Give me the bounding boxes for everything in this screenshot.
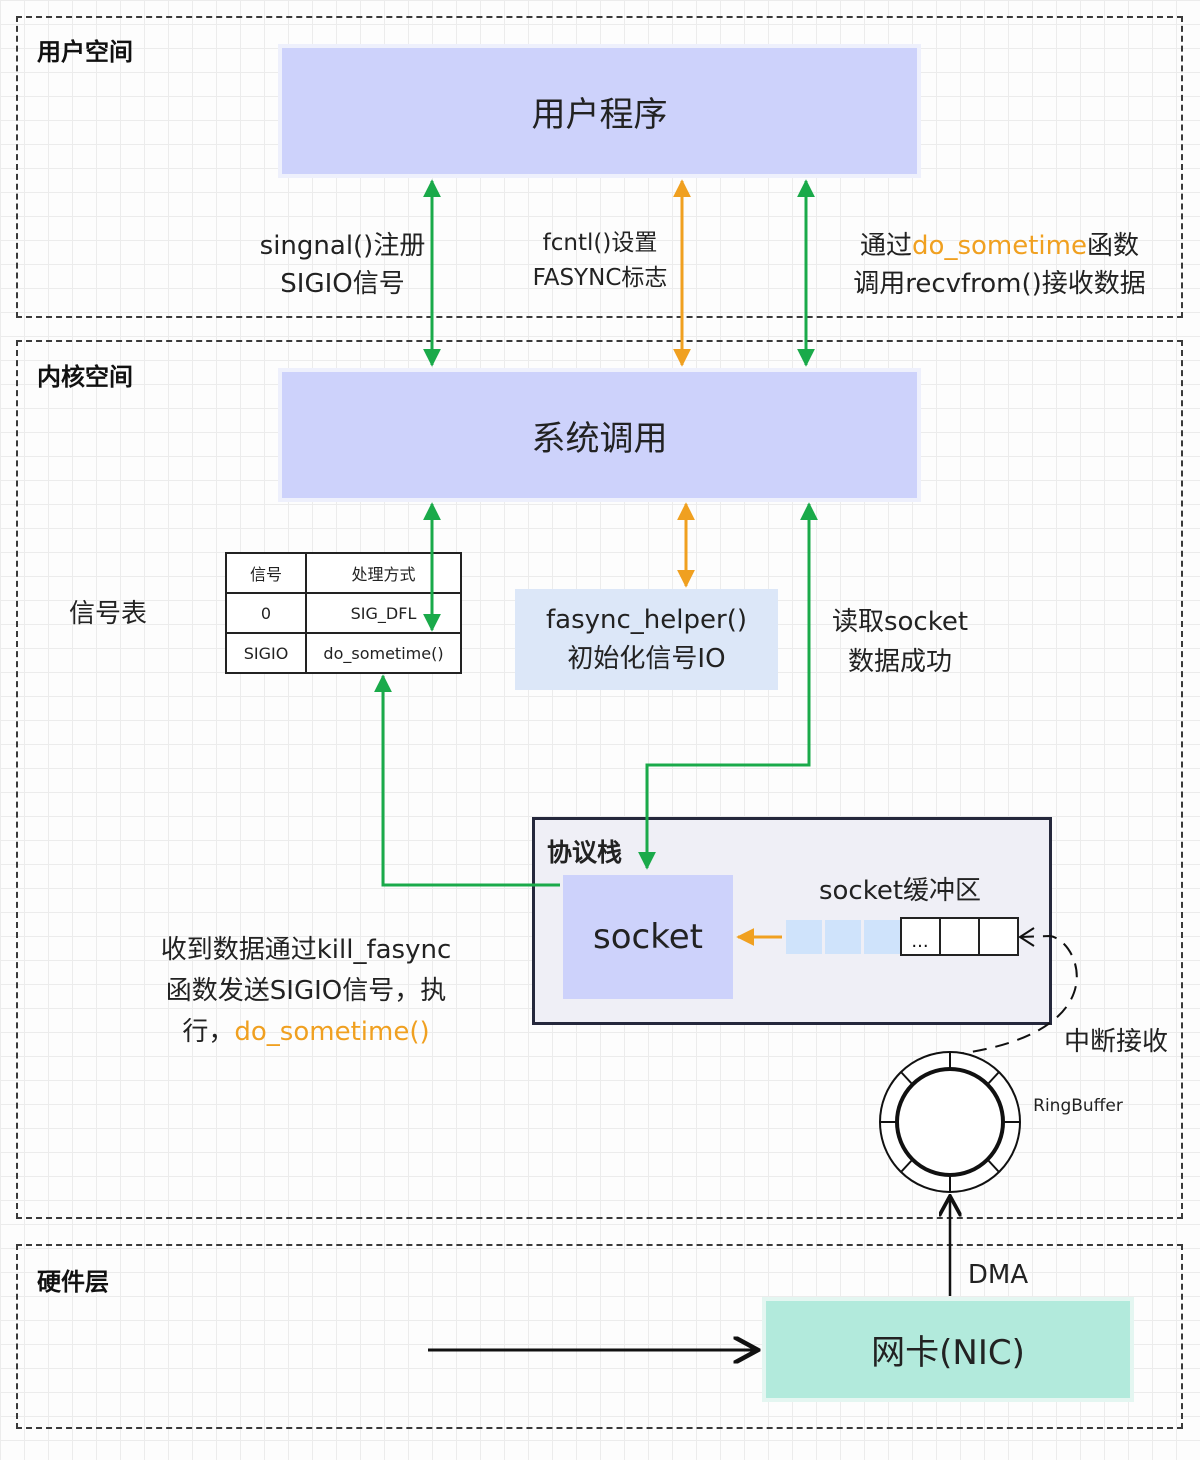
interrupt-receive-label: 中断接收	[1063, 1027, 1168, 1057]
ring-buffer	[879, 1051, 1021, 1193]
fcntl-line1: fcntl()设置	[542, 230, 658, 256]
recvfrom-line: 调用recvfrom()接收数据	[853, 268, 1146, 299]
kill-fasync-line3-prefix: 行，	[182, 1017, 235, 1048]
hardware-zone	[16, 1244, 1183, 1429]
signal-register-label: singnal()注册 SIGIO信号	[240, 228, 445, 303]
signal-register-line2: SIGIO信号	[280, 268, 405, 299]
signal-table-cell: 0	[225, 592, 307, 634]
hardware-title: 硬件层	[37, 1268, 109, 1296]
socket-buffer: ...	[786, 917, 1019, 956]
protocol-stack-title: 协议栈	[547, 838, 623, 867]
user-space-title: 用户空间	[37, 38, 133, 66]
kill-fasync-line2: 函数发送SIGIO信号，执	[165, 976, 447, 1007]
interrupt-arrowhead	[1018, 927, 1035, 947]
do-sometime-line: 通过do_sometime函数	[832, 228, 1167, 266]
signal-table-cell: do_sometime()	[305, 632, 462, 674]
buffer-cell	[978, 917, 1019, 956]
signal-table-title: 信号表	[68, 599, 147, 629]
signal-table-header-row: 信号 处理方式	[225, 552, 462, 594]
kernel-space-zone	[16, 340, 1183, 1219]
buffer-cell	[939, 917, 980, 956]
kill-fasync-line3: 行，do_sometime()	[140, 1012, 472, 1053]
fcntl-label: fcntl()设置 FASYNC标志	[515, 226, 685, 295]
syscall-label: 系统调用	[531, 418, 668, 459]
socket-box: socket	[563, 875, 733, 999]
buffer-ellipsis: ...	[911, 931, 928, 952]
socket-buffer-label: socket缓冲区	[818, 876, 982, 906]
kill-fasync-label: 收到数据通过kill_fasync 函数发送SIGIO信号，执 行，do_som…	[140, 930, 472, 1053]
read-socket-line2: 数据成功	[847, 647, 952, 678]
table-row: SIGIO do_sometime()	[225, 632, 462, 674]
buffer-cell	[786, 920, 822, 954]
buffer-cell	[864, 920, 900, 954]
socket-label: socket	[593, 917, 703, 957]
fcntl-line2: FASYNC标志	[532, 264, 668, 291]
read-socket-line1: 读取socket	[831, 607, 969, 637]
read-socket-label: 读取socket 数据成功	[820, 602, 980, 683]
nic-label: 网卡(NIC)	[871, 1333, 1025, 1373]
kill-fasync-arrow	[374, 674, 560, 887]
ring-buffer-label: RingBuffer	[1033, 1096, 1123, 1116]
signal-table-header-handler: 处理方式	[305, 552, 462, 594]
read-socket-arrow	[638, 502, 818, 870]
user-program-label: 用户程序	[531, 94, 668, 135]
buffer-cell	[825, 920, 861, 954]
dma-label: DMA	[967, 1260, 1029, 1290]
kernel-space-title: 内核空间	[37, 363, 133, 391]
signal-register-line1: singnal()注册	[259, 231, 426, 261]
kill-fasync-line1: 收到数据通过kill_fasync	[160, 935, 452, 965]
syscall-box: 系统调用	[278, 368, 921, 502]
do-sometime-highlight: do_sometime	[912, 231, 1087, 261]
signal-table: 信号 处理方式 0 SIG_DFL SIGIO do_sometime()	[225, 552, 462, 674]
kill-fasync-line3-highlight: do_sometime()	[234, 1017, 430, 1048]
do-sometime-prefix: 通过	[860, 231, 913, 261]
user-program-box: 用户程序	[278, 44, 921, 178]
buffer-cell	[900, 917, 941, 956]
do-sometime-suffix: 函数	[1086, 231, 1139, 261]
nic-box: 网卡(NIC)	[762, 1297, 1134, 1402]
signal-table-cell: SIGIO	[225, 632, 307, 674]
user-space-zone	[16, 16, 1183, 318]
recvfrom-label: 通过do_sometime函数 调用recvfrom()接收数据	[832, 228, 1167, 303]
signal-table-header-signal: 信号	[225, 552, 307, 594]
